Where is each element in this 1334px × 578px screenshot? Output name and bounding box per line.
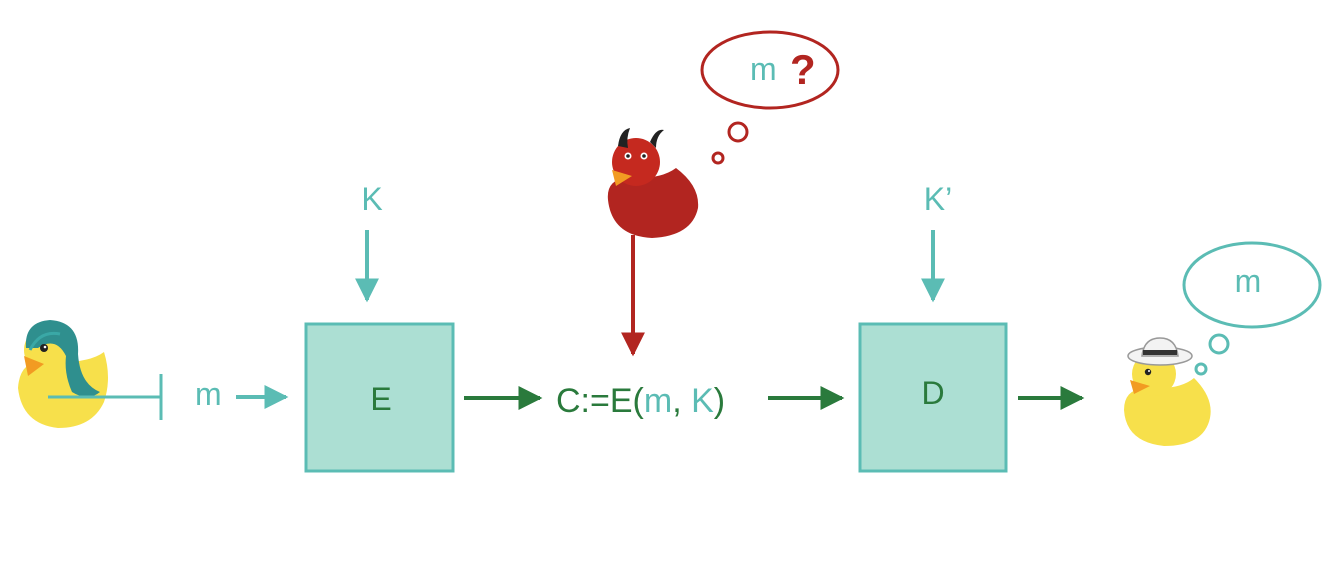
encrypt-label: E: [370, 381, 391, 417]
sender-duck-icon: [18, 320, 108, 428]
ciphertext-m: m: [644, 382, 672, 420]
receiver-thought-m: m: [1235, 263, 1262, 299]
key-encrypt-label: K: [361, 181, 382, 217]
decrypt-label: D: [921, 375, 944, 411]
ciphertext-prefix: C:=E(: [556, 382, 645, 420]
adversary-question-mark: ?: [790, 46, 816, 93]
ciphertext-suffix: ): [714, 382, 725, 420]
adversary-thought-bubble: m ?: [700, 30, 840, 165]
encrypt-box: [304, 322, 455, 473]
receiver-duck-hat-icon: [1124, 337, 1211, 446]
ciphertext-expression: C:=E(m, K): [556, 382, 725, 420]
message-label: m: [195, 376, 222, 412]
adversary-devil-duck-icon: [607, 128, 699, 238]
receiver-thought-bubble: m: [1182, 241, 1322, 376]
ciphertext-sep: ,: [672, 382, 691, 420]
decrypt-box: [858, 322, 1008, 473]
ciphertext-k: K: [691, 382, 714, 420]
adversary-thought-m: m: [750, 51, 777, 87]
key-decrypt-label: K’: [924, 181, 952, 217]
